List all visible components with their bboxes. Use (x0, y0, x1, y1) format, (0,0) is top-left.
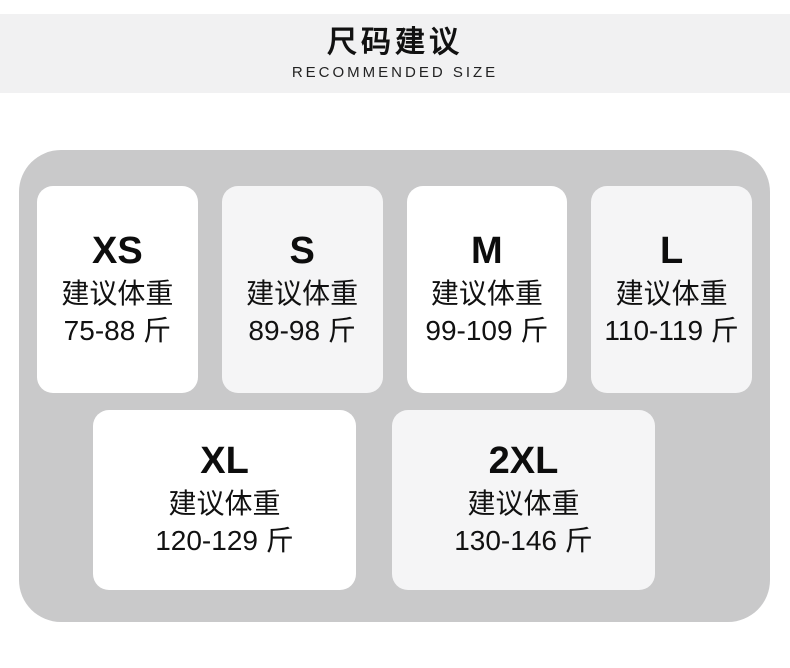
size-weight-range: 89-98 斤 (248, 314, 356, 346)
size-panel: XS 建议体重 75-88 斤 S 建议体重 89-98 斤 M 建议体重 99… (19, 150, 770, 622)
size-hint-label: 建议体重 (61, 277, 174, 309)
size-card-2xl: 2XL 建议体重 130-146 斤 (392, 410, 655, 590)
size-hint-label: 建议体重 (246, 277, 359, 309)
size-code: XS (92, 229, 143, 272)
size-card-s: S 建议体重 89-98 斤 (221, 186, 383, 393)
size-code: XL (200, 440, 249, 483)
size-code: M (471, 229, 503, 272)
size-weight-range: 130-146 斤 (454, 525, 593, 557)
size-weight-range: 75-88 斤 (63, 314, 172, 346)
size-hint-label: 建议体重 (615, 277, 728, 309)
size-code: S (289, 229, 315, 272)
size-card-xl: XL 建议体重 120-129 斤 (93, 410, 356, 590)
size-code: L (660, 229, 684, 272)
size-hint-label: 建议体重 (430, 277, 543, 309)
size-weight-range: 99-109 斤 (425, 314, 549, 346)
size-row-1: XS 建议体重 75-88 斤 S 建议体重 89-98 斤 M 建议体重 99… (37, 186, 752, 393)
page-subtitle: RECOMMENDED SIZE (291, 63, 499, 81)
size-hint-label: 建议体重 (168, 488, 281, 520)
header-band: 尺码建议 RECOMMENDED SIZE (0, 14, 790, 93)
size-code: 2XL (488, 440, 559, 483)
size-card-m: M 建议体重 99-109 斤 (406, 186, 568, 393)
size-weight-range: 110-119 斤 (604, 314, 739, 346)
size-hint-label: 建议体重 (467, 488, 580, 520)
page-title: 尺码建议 (327, 25, 463, 59)
size-card-xs: XS 建议体重 75-88 斤 (37, 186, 198, 393)
size-card-l: L 建议体重 110-119 斤 (591, 186, 752, 393)
size-weight-range: 120-129 斤 (155, 525, 294, 557)
size-row-2: XL 建议体重 120-129 斤 2XL 建议体重 130-146 斤 (93, 410, 752, 590)
